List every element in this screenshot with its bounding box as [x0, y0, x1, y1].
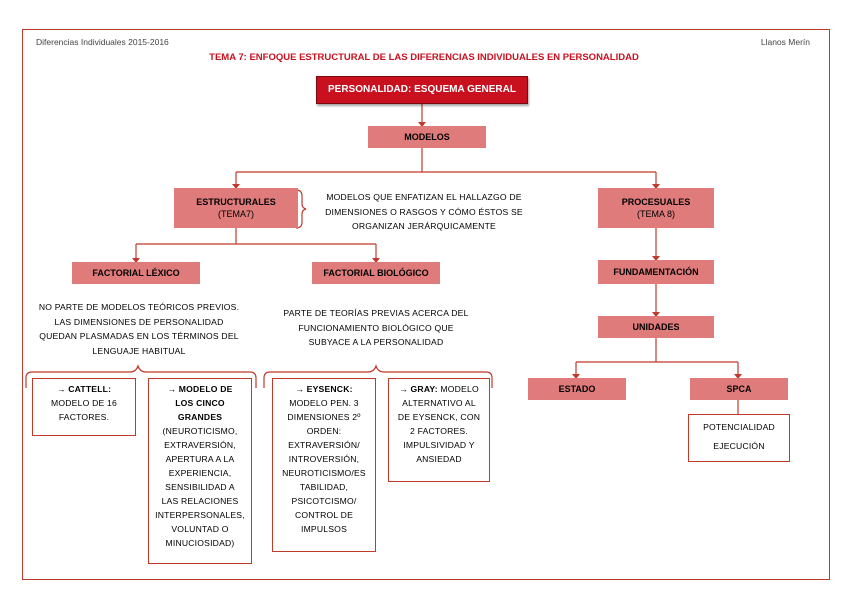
estructurales-desc-line: MODELOS QUE ENFATIZAN EL HALLAZGO DE [326, 192, 522, 202]
factorial-lexico-label: FACTORIAL LÉXICO [92, 268, 180, 278]
procesuales-node: PROCESUALES (TEMA 8) [598, 188, 714, 228]
eysenck-line: IMPULSOS [300, 524, 347, 534]
modelos-label: MODELOS [404, 132, 450, 142]
biologico-desc-line: FUNCIONAMIENTO BIOLÓGICO QUE [298, 322, 454, 333]
header-course: Diferencias Individuales 2015-2016 [36, 37, 169, 47]
cinco-title: LOS CINCO [175, 398, 225, 408]
factorial-biologico-node: FACTORIAL BIOLÓGICO [312, 262, 440, 284]
cinco-title: GRANDES [177, 412, 223, 422]
procesuales-sub: (TEMA 8) [636, 209, 675, 219]
modelos-node: MODELOS [368, 126, 486, 148]
spca-items-box: POTENCIALIDAD EJECUCIÓN [688, 414, 790, 462]
eysenck-line: ORDEN: [306, 426, 342, 436]
lexico-desc-line: NO PARTE DE MODELOS TEÓRICOS PREVIOS. [38, 302, 240, 312]
gray-line: ALTERNATIVO AL [402, 398, 476, 408]
root-node: PERSONALIDAD: ESQUEMA GENERAL [316, 76, 528, 104]
eysenck-line: DIMENSIONES 2º [287, 412, 361, 422]
cinco-line: APERTURA A LA [165, 454, 235, 464]
gray-box: → GRAY: MODELO ALTERNATIVO AL DE EYSENCK… [388, 378, 490, 482]
cinco-line: (NEUROTICISMO, [162, 426, 238, 436]
spca-item: POTENCIALIDAD [703, 422, 775, 432]
cinco-line: MINUCIOSIDAD) [165, 538, 235, 548]
lexico-desc-line: LENGUAJE HABITUAL [92, 345, 186, 356]
unidades-node: UNIDADES [598, 316, 714, 338]
gray-title: → GRAY: [399, 384, 438, 394]
lexico-desc-line: LAS DIMENSIONES DE PERSONALIDAD [54, 316, 224, 327]
fundamentacion-label: FUNDAMENTACIÓN [613, 267, 699, 277]
eysenck-line: MODELO PEN. 3 [289, 398, 359, 408]
estado-label: ESTADO [558, 384, 596, 394]
spca-label: SPCA [726, 384, 752, 394]
cinco-line: INTERPERSONALES, [155, 510, 245, 520]
gray-title-row: → GRAY: MODELO [393, 382, 485, 396]
estructurales-label: ESTRUCTURALES [196, 197, 276, 207]
gray-line: 2 FACTORES. [410, 426, 468, 436]
factorial-lexico-node: FACTORIAL LÉXICO [72, 262, 200, 284]
eysenck-box: → EYSENCK: MODELO PEN. 3 DIMENSIONES 2º … [272, 378, 376, 552]
cattell-box: → CATTELL: MODELO DE 16 FACTORES. [32, 378, 136, 436]
cinco-line: VOLUNTAD O [171, 524, 229, 534]
eysenck-line: PSICOTCISMO/ [291, 496, 357, 506]
cinco-line: LAS RELACIONES [161, 496, 239, 506]
cattell-line: MODELO DE 16 [51, 398, 117, 408]
biologico-description: PARTE DE TEORÍAS PREVIAS ACERCA DEL FUNC… [270, 306, 482, 350]
estructurales-node: ESTRUCTURALES (TEMA7) [174, 188, 298, 228]
gray-line: DE EYSENCK, CON [397, 412, 481, 422]
header-author: Llanos Merín [760, 37, 810, 47]
biologico-desc-line: SUBYACE A LA PERSONALIDAD [308, 337, 444, 347]
page-border [22, 29, 830, 580]
eysenck-line: EXTRAVERSIÓN/ [288, 440, 360, 450]
gray-line: ANSIEDAD [416, 454, 462, 464]
eysenck-line: CONTROL DE [294, 510, 354, 520]
unidades-label: UNIDADES [632, 322, 680, 332]
eysenck-line: NEUROTICISMO/ES [282, 468, 366, 478]
gray-title-rest: MODELO [437, 384, 479, 394]
factorial-biologico-label: FACTORIAL BIOLÓGICO [323, 268, 429, 278]
estructurales-sub: (TEMA7) [218, 209, 254, 219]
estructurales-desc-line: ORGANIZAN JERÁRQUICAMENTE [352, 221, 496, 231]
lexico-desc-line: QUEDAN PLASMADAS EN LOS TÉRMINOS DEL [39, 331, 239, 341]
fundamentacion-node: FUNDAMENTACIÓN [598, 260, 714, 284]
cinco-line: SENSIBILIDAD A [165, 482, 235, 492]
spca-node: SPCA [690, 378, 788, 400]
biologico-desc-line: PARTE DE TEORÍAS PREVIAS ACERCA DEL [283, 308, 469, 318]
gray-line: IMPULSIVIDAD Y [403, 440, 475, 450]
cinco-grandes-box: → MODELO DE LOS CINCO GRANDES (NEUROTICI… [148, 378, 252, 564]
cinco-line: EXTRAVERSIÓN, [164, 440, 236, 450]
cinco-title: → MODELO DE [167, 384, 233, 394]
procesuales-label: PROCESUALES [621, 197, 691, 207]
cinco-line: EXPERIENCIA, [168, 468, 232, 478]
eysenck-title: → EYSENCK: [295, 384, 353, 394]
estructurales-description: MODELOS QUE ENFATIZAN EL HALLAZGO DE DIM… [312, 190, 536, 234]
estado-node: ESTADO [528, 378, 626, 400]
eysenck-line: TABILIDAD, [299, 482, 349, 492]
eysenck-line: INTROVERSIÓN, [288, 454, 360, 464]
lexico-description: NO PARTE DE MODELOS TEÓRICOS PREVIOS. LA… [22, 300, 256, 358]
root-node-label: PERSONALIDAD: ESQUEMA GENERAL [328, 84, 516, 95]
cattell-title: → CATTELL: [56, 384, 112, 394]
spca-item: EJECUCIÓN [713, 441, 765, 451]
cattell-line: FACTORES. [58, 412, 110, 422]
estructurales-desc-line: DIMENSIONES O RASGOS Y CÓMO ÉSTOS SE [325, 206, 523, 217]
page-title: TEMA 7: ENFOQUE ESTRUCTURAL DE LAS DIFER… [209, 52, 639, 63]
